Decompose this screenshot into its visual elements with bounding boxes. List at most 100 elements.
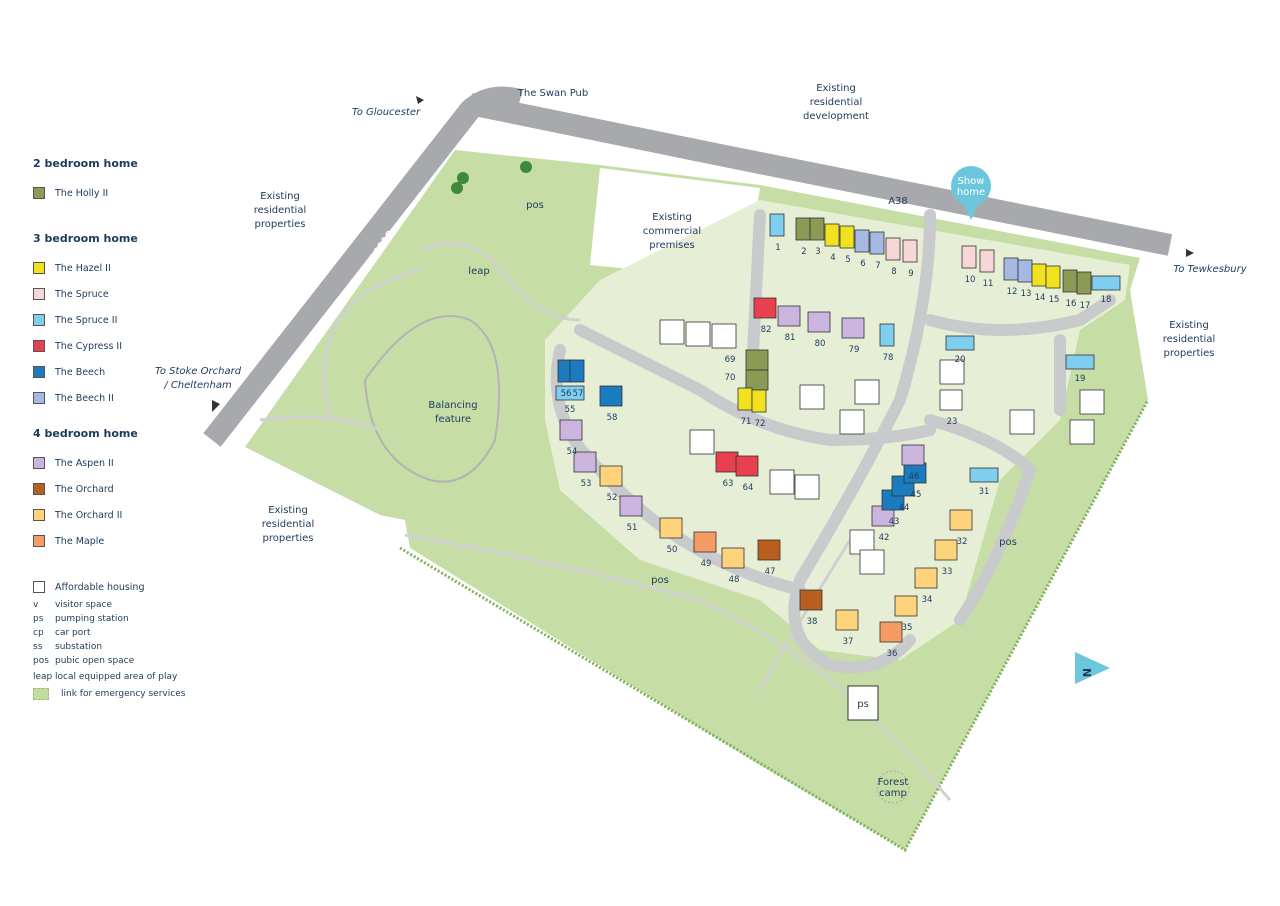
plot-47-house[interactable] (757, 539, 781, 561)
plot-15-house[interactable] (1045, 265, 1061, 289)
plot-4-house[interactable] (824, 223, 840, 247)
plot-number: 10 (965, 275, 976, 285)
plot-53-house[interactable] (573, 451, 597, 473)
affordable-housing-plot[interactable] (1069, 419, 1095, 445)
plot-2-house[interactable] (795, 217, 811, 241)
commercial-label: commercial (643, 226, 701, 237)
plot-number: 31 (979, 487, 990, 497)
affordable-housing-plot[interactable] (685, 321, 711, 347)
plot-5-house[interactable] (839, 225, 855, 249)
plot-80-house[interactable] (807, 311, 831, 333)
plot-14-house[interactable] (1031, 263, 1047, 287)
plot-number: 51 (627, 523, 638, 533)
plot-23-house[interactable] (939, 389, 963, 411)
plot-number: 46 (909, 472, 920, 482)
plot-10-house[interactable] (961, 245, 977, 269)
legend-label: The Beech II (55, 392, 114, 404)
plot-52-house[interactable] (599, 465, 623, 487)
plot-7-house[interactable] (869, 231, 885, 255)
plot-18-house[interactable] (1091, 275, 1121, 291)
existing-nw-label: residential (254, 205, 306, 216)
existing-sw-label: properties (262, 533, 313, 544)
plot-64-house[interactable] (735, 455, 759, 477)
plot-54-house[interactable] (559, 419, 583, 441)
plot-17-house[interactable] (1076, 271, 1092, 295)
plot-12-house[interactable] (1003, 257, 1019, 281)
plot-50-house[interactable] (659, 517, 683, 539)
plot-number: 15 (1049, 295, 1060, 305)
plot-number: 37 (843, 637, 854, 647)
plot-35-house[interactable] (894, 595, 918, 617)
ps-label: ps (857, 699, 869, 710)
plot-55-house[interactable] (555, 385, 585, 401)
affordable-housing-plot[interactable] (939, 359, 965, 385)
affordable-housing-plot[interactable] (659, 319, 685, 345)
legend-item-beech-ii: The Beech II (33, 385, 114, 411)
plot-number: 11 (983, 279, 994, 289)
north-arrow-icon: N (1075, 652, 1110, 684)
plot-69-house[interactable] (745, 349, 769, 371)
forest-camp-label: Forest (878, 777, 909, 788)
plot-number: 63 (723, 479, 734, 489)
balancing-feature (363, 315, 501, 483)
plot-19-house[interactable] (1065, 354, 1095, 370)
plot-49-house[interactable] (693, 531, 717, 553)
affordable-housing-plot[interactable] (854, 379, 880, 405)
plot-20-house[interactable] (945, 335, 975, 351)
affordable-housing-plot[interactable] (689, 429, 715, 455)
abbr-label: substation (55, 642, 103, 652)
pos-label: pos (526, 200, 544, 211)
plot-57-house[interactable] (569, 359, 585, 383)
plot-8-house[interactable] (885, 237, 901, 261)
plot-16-house[interactable] (1062, 269, 1078, 293)
legend-label: The Beech (55, 366, 106, 378)
plot-36-house[interactable] (879, 621, 903, 643)
plot-70-house[interactable] (745, 369, 769, 391)
plot-38-house[interactable] (799, 589, 823, 611)
plot-33-house[interactable] (934, 539, 958, 561)
plot-number: 54 (567, 447, 578, 457)
affordable-housing-plot[interactable] (1009, 409, 1035, 435)
plot-3-house[interactable] (809, 217, 825, 241)
commercial-label: Existing (652, 212, 692, 223)
plot-number: 13 (1021, 289, 1032, 299)
plot-1-house[interactable] (769, 213, 785, 237)
affordable-housing-plot[interactable] (711, 323, 737, 349)
plot-51-house[interactable] (619, 495, 643, 517)
plot-9-house[interactable] (902, 239, 918, 263)
show-home-marker[interactable]: Show home (951, 166, 991, 220)
plot-37-house[interactable] (835, 609, 859, 631)
plot-number: 32 (957, 537, 968, 547)
plot-82-house[interactable] (753, 297, 777, 319)
plot-48-house[interactable] (721, 547, 745, 569)
plot-34-house[interactable] (914, 567, 938, 589)
plot-72-house[interactable] (751, 389, 767, 413)
plot-32-house[interactable] (949, 509, 973, 531)
plot-46-house[interactable] (901, 444, 925, 466)
plot-31-house[interactable] (969, 467, 999, 483)
pumping-station (847, 685, 879, 721)
swatch (33, 262, 45, 274)
affordable-housing-plot[interactable] (769, 469, 795, 495)
affordable-housing-plot[interactable] (1079, 389, 1105, 415)
plot-11-house[interactable] (979, 249, 995, 273)
plot-58-house[interactable] (599, 385, 623, 407)
plot-13-house[interactable] (1017, 259, 1033, 283)
plot-71-house[interactable] (737, 387, 753, 411)
affordable-housing-plot[interactable] (799, 384, 825, 410)
legend-label: The Cypress II (55, 340, 123, 352)
plot-63-house[interactable] (715, 451, 739, 473)
plot-79-house[interactable] (841, 317, 865, 339)
affordable-housing-plot[interactable] (859, 549, 885, 575)
swatch (33, 688, 49, 700)
abbr-label: pubic open space (55, 656, 135, 666)
affordable-housing-plot[interactable] (794, 474, 820, 500)
plot-number: 6 (860, 259, 865, 269)
plot-81-house[interactable] (777, 305, 801, 327)
footpaths (259, 241, 952, 801)
plot-78-house[interactable] (879, 323, 895, 347)
plot-6-house[interactable] (854, 229, 870, 253)
existing-dev-label: residential (810, 97, 862, 108)
existing-sw-label: Existing (268, 505, 308, 516)
affordable-housing-plot[interactable] (839, 409, 865, 435)
